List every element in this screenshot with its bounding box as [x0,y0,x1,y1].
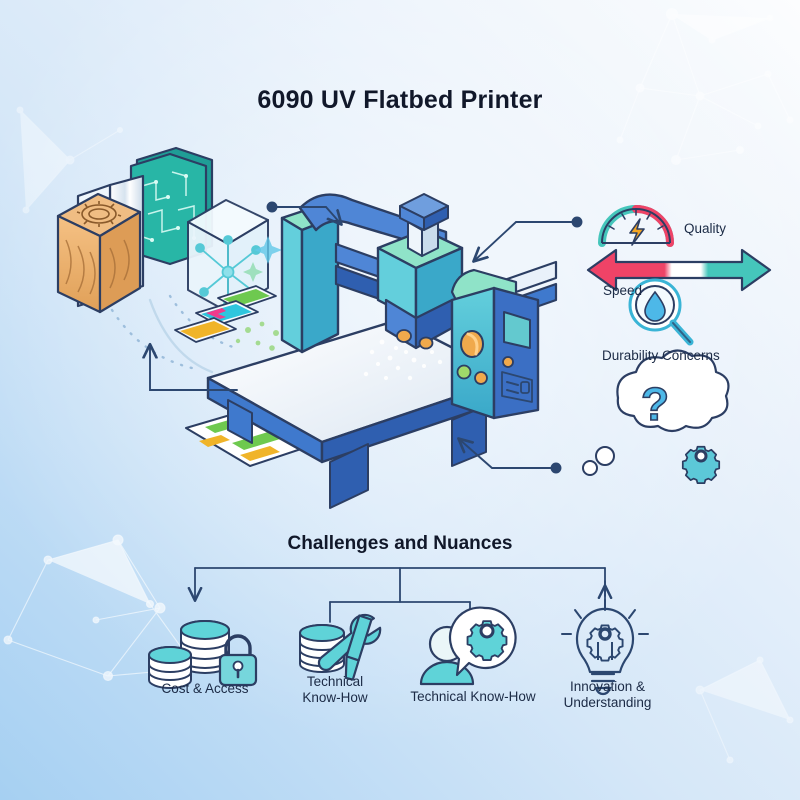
page-title: 6090 UV Flatbed Printer [257,86,543,114]
quality-label: Quality [684,221,727,236]
challenge-label-1: Technical Know-How [275,674,395,707]
challenge-label-0-line-0: Cost & Access [161,681,249,696]
svg-text:?: ? [641,378,669,430]
speed-gauge-icon [598,205,674,247]
print-sample-cards [174,285,277,343]
screwdriver-icon [344,614,373,681]
challenge-label-1-line-1: Know-How [302,690,368,706]
control-panel [450,268,540,420]
material-samples [56,146,437,374]
lock-icon [218,634,258,687]
challenge-label-3-line-0: Innovation & [569,679,646,694]
coins-lock-icon [148,620,258,689]
gear-icon [681,445,721,485]
ink-spray [363,339,443,381]
challenge-label-3-line-1: Understanding [563,695,652,711]
wrench-icon [317,613,382,671]
section-title: Challenges and Nuances [287,533,513,554]
challenge-label-1-line-0: Technical [306,674,364,689]
tree-connectors [195,567,605,623]
durability-label: Durability Concerns [602,348,720,363]
speed-label: Speed [603,283,643,298]
challenge-label-2: Technical Know-How [393,689,553,705]
card-yellow [174,317,237,343]
challenge-label-2-line-0: Technical Know-How [410,689,536,704]
thought-bubble-group: ? [582,349,730,485]
speed-quality-arrow [586,248,772,292]
uv-flatbed-printer [185,193,558,509]
challenge-label-3: Innovation & Understanding [540,679,675,712]
wood-block-icon [56,192,142,314]
person-gear-icon [419,606,517,686]
challenge-label-0: Cost & Access [130,681,280,697]
durability-magnifier-icon [628,278,694,346]
callout-lines [150,201,583,474]
lightbulb-gear-icon [561,599,649,696]
coins-tools-icon [299,613,382,681]
tradeoff-group [586,205,772,346]
